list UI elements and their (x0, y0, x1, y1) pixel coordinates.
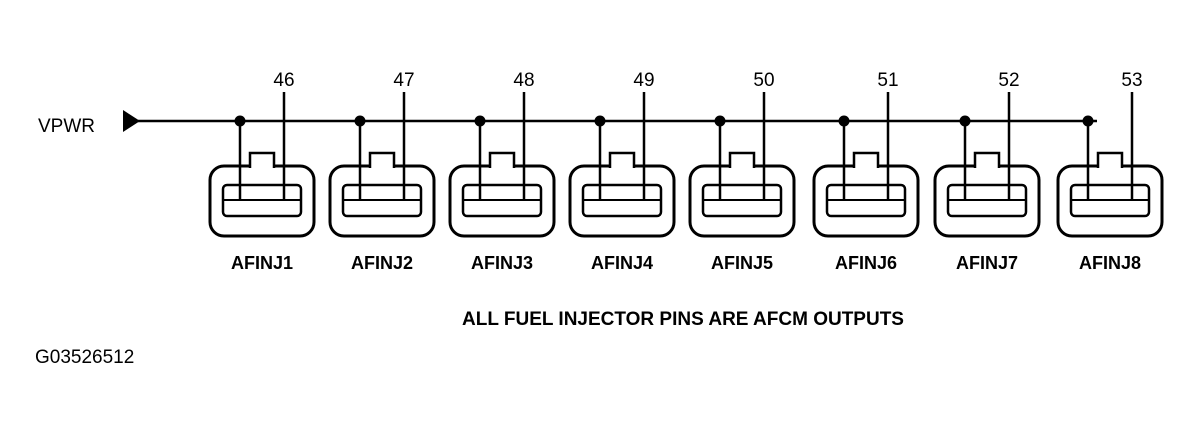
pin-number: 46 (273, 70, 294, 91)
splice-dot (234, 115, 246, 127)
connector-tab (973, 151, 1001, 168)
pin-number: 49 (633, 70, 654, 91)
pin-number: 51 (877, 70, 898, 91)
pin-number: 48 (513, 70, 534, 91)
injector-label: AFINJ6 (835, 253, 897, 273)
splice-dot (354, 115, 366, 127)
pin-number: 52 (998, 70, 1019, 91)
connector-tab (1096, 151, 1124, 168)
connector-tab (488, 151, 516, 168)
injector-label: AFINJ3 (471, 253, 533, 273)
splice-dot (838, 115, 850, 127)
splice-dot (959, 115, 971, 127)
splice-dot (1082, 115, 1094, 127)
splice-dot (474, 115, 486, 127)
injector-label: AFINJ2 (351, 253, 413, 273)
pin-number: 50 (753, 70, 774, 91)
footer-note: ALL FUEL INJECTOR PINS ARE AFCM OUTPUTS (462, 309, 904, 330)
connector-tab (852, 151, 880, 168)
connector-tab (368, 151, 396, 168)
vpwr-label: VPWR (38, 116, 95, 137)
figure-id: G03526512 (35, 347, 134, 368)
connector-tab (248, 151, 276, 168)
injector-label: AFINJ7 (956, 253, 1018, 273)
pin-number: 53 (1121, 70, 1142, 91)
connector-tab (608, 151, 636, 168)
injector-label: AFINJ5 (711, 253, 773, 273)
injector-label: AFINJ8 (1079, 253, 1141, 273)
injector-label: AFINJ4 (591, 253, 653, 273)
splice-dot (594, 115, 606, 127)
vpwr-arrow-icon (123, 110, 140, 132)
splice-dot (714, 115, 726, 127)
connector-tab (728, 151, 756, 168)
injector-label: AFINJ1 (231, 253, 293, 273)
pin-number: 47 (393, 70, 414, 91)
